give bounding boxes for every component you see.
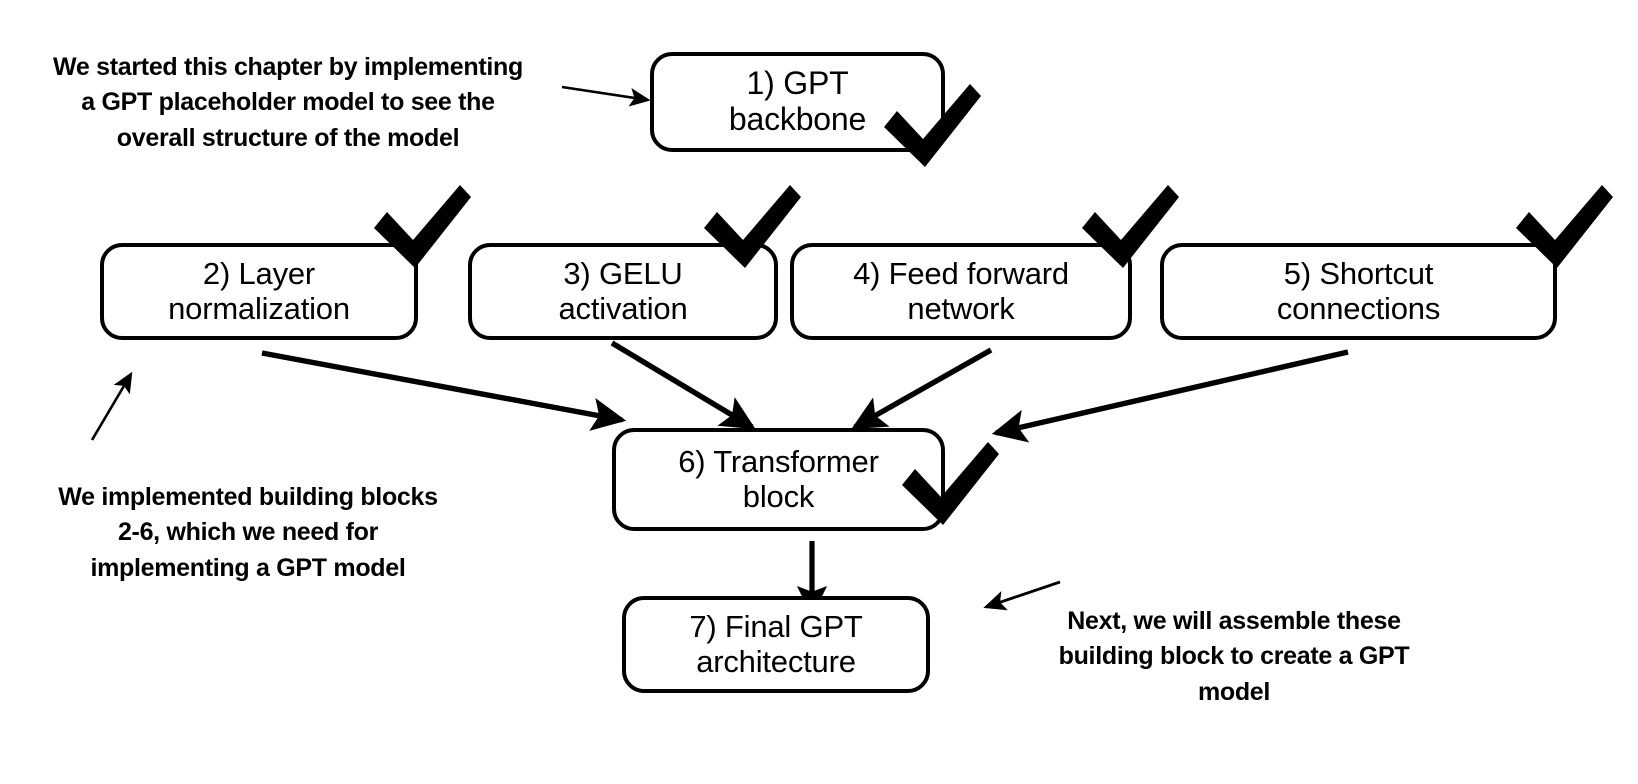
edge-gelu-activation-to-transformer-block	[610, 340, 756, 430]
annotation-building-blocks: We implemented building blocks 2-6, whic…	[8, 444, 488, 586]
node-layer-normalization[interactable]: 2) Layer normalization	[100, 243, 418, 340]
edge-shortcut-connections-to-transformer-block	[991, 349, 1349, 443]
annotation-next-steps-text: Next, we will assemble these building bl…	[1058, 606, 1410, 706]
node-layer-normalization-label: 2) Layer normalization	[168, 255, 350, 326]
node-shortcut-connections-label: 5) Shortcut connections	[1276, 255, 1441, 326]
node-final-gpt-architecture-label: 7) Final GPT architecture	[689, 608, 863, 679]
annotation-building-blocks-text: We implemented building blocks 2-6, whic…	[58, 482, 438, 582]
node-feed-forward-network-label: 4) Feed forward network	[853, 255, 1069, 326]
node-final-gpt-architecture[interactable]: 7) Final GPT architecture	[622, 596, 930, 693]
annotation-next-steps: Next, we will assemble these building bl…	[1014, 568, 1454, 710]
node-gelu-activation[interactable]: 3) GELU activation	[468, 243, 778, 340]
node-gpt-backbone[interactable]: 1) GPT backbone	[650, 52, 945, 152]
edge-layer-normalization-to-transformer-block	[261, 350, 627, 431]
node-transformer-block-label: 6) Transformer block	[678, 443, 879, 514]
edge-annotation-to-layer-normalization	[90, 371, 133, 441]
node-gpt-backbone-label: 1) GPT backbone	[728, 65, 867, 137]
annotation-gpt-placeholder-text: We started this chapter by implementing …	[53, 52, 523, 152]
node-gelu-activation-label: 3) GELU activation	[558, 255, 688, 326]
node-feed-forward-network[interactable]: 4) Feed forward network	[790, 243, 1132, 340]
edge-feed-forward-network-to-transformer-block	[851, 347, 993, 430]
node-transformer-block[interactable]: 6) Transformer block	[612, 428, 945, 531]
edge-annotation-to-gpt-backbone	[561, 85, 651, 107]
annotation-gpt-placeholder: We started this chapter by implementing …	[10, 14, 566, 156]
node-shortcut-connections[interactable]: 5) Shortcut connections	[1160, 243, 1557, 340]
